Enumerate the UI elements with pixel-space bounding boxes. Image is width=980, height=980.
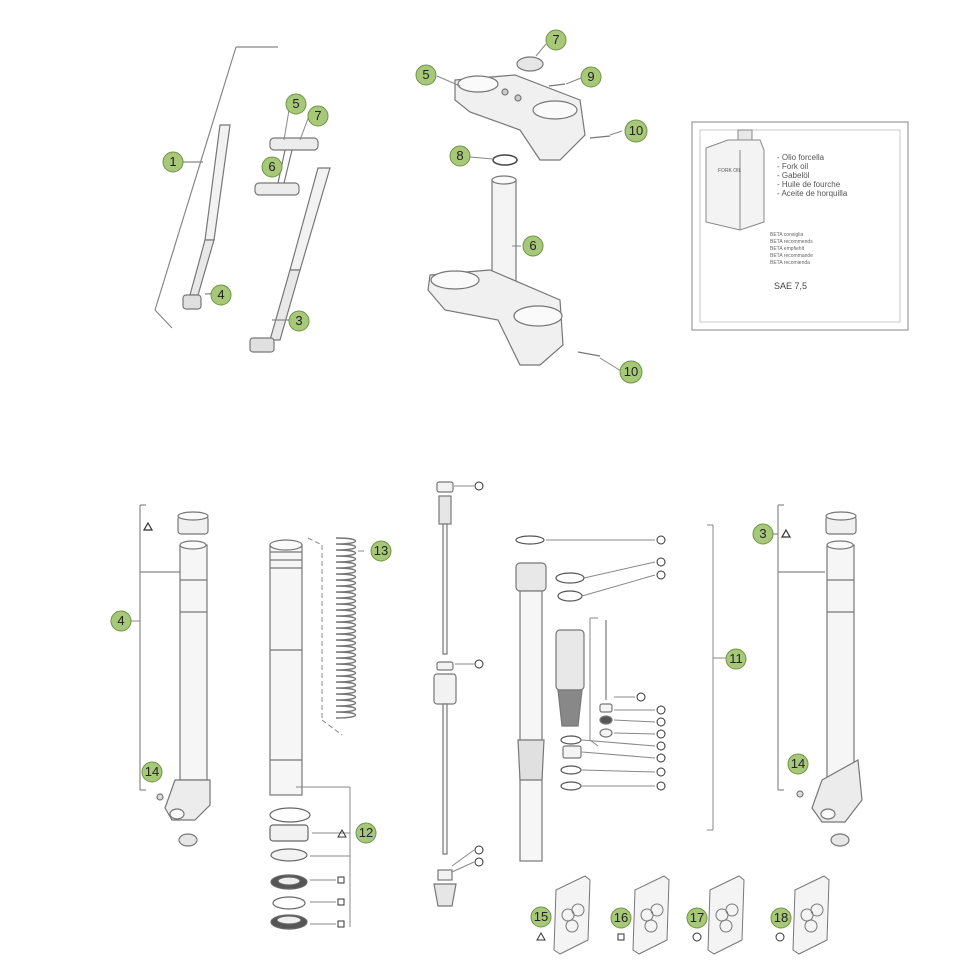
svg-text:5: 5: [292, 96, 299, 111]
square-symbol: [617, 933, 625, 941]
callout-6: 6: [261, 156, 283, 178]
seal-kit: [269, 807, 311, 930]
callout-6b: 6: [522, 235, 544, 257]
circle-symbols: [474, 481, 484, 867]
recommend-line: BETA recommande: [770, 253, 813, 259]
kit-sheet-15: [553, 875, 591, 955]
right-fork-outer-assembly: [771, 504, 863, 847]
triple-clamp-upper: [454, 56, 611, 161]
callout-9: 9: [580, 66, 602, 88]
svg-text:17: 17: [690, 910, 704, 925]
svg-text:3: 3: [759, 526, 766, 541]
svg-text:5: 5: [422, 67, 429, 82]
callout-12: 12: [355, 822, 377, 844]
oil-grade: SAE 7,5: [774, 281, 807, 291]
triangle-symbol: [780, 528, 792, 538]
oring: [492, 154, 518, 166]
svg-text:14: 14: [791, 756, 805, 771]
circle-symbol: [775, 932, 785, 942]
cartridge-bracket: [546, 539, 656, 787]
svg-text:3: 3: [295, 313, 302, 328]
callout-11: 11: [725, 648, 747, 670]
small-triple-clamps: [254, 137, 319, 196]
recommend-line: BETA recommends: [770, 239, 813, 245]
svg-text:7: 7: [314, 108, 321, 123]
callout-5: 5: [285, 93, 307, 115]
cartridge: [515, 535, 613, 862]
svg-text:14: 14: [145, 764, 159, 779]
circle-symbols: [636, 535, 666, 791]
triangle-symbol: [536, 931, 546, 941]
callout-3: 3: [288, 310, 310, 332]
triangle-symbol: [337, 828, 347, 838]
svg-text:11: 11: [729, 651, 743, 666]
svg-text:10: 10: [629, 123, 643, 138]
callout-5b: 5: [415, 64, 437, 86]
svg-text:4: 4: [217, 287, 224, 302]
callout-18: 18: [770, 907, 792, 929]
legend-item: - Huile de fourche: [777, 180, 841, 189]
callout-14b: 14: [787, 753, 809, 775]
recommend-line: BETA consiglia: [770, 232, 803, 238]
callout-4: 4: [210, 284, 232, 306]
recommend-line: BETA recomienda: [770, 260, 810, 266]
svg-text:6: 6: [529, 238, 536, 253]
legend-item: - Aceite de horquilla: [777, 189, 848, 198]
svg-text:10: 10: [624, 364, 638, 379]
triple-clamp-lower-with-stem: [427, 175, 601, 366]
circle-symbol: [692, 932, 702, 942]
left-fork-outer-assembly: [139, 504, 211, 847]
svg-text:15: 15: [534, 909, 548, 924]
callout-7b: 7: [545, 29, 567, 51]
callout-14a: 14: [141, 761, 163, 783]
svg-text:12: 12: [359, 825, 373, 840]
kit-sheet-17: [707, 875, 745, 955]
callout-7: 7: [307, 105, 329, 127]
callout-4b: 4: [110, 610, 132, 632]
callout-8: 8: [449, 145, 471, 167]
left-fork-leg: [182, 124, 231, 310]
kit-sheet-16: [632, 875, 670, 955]
callout-10b: 10: [619, 360, 643, 384]
svg-text:7: 7: [552, 32, 559, 47]
triangle-symbol: [142, 521, 154, 531]
cartridge-group-bracket: [707, 524, 724, 831]
legend-item: - Gabelöl: [777, 171, 810, 180]
callout-13: 13: [370, 540, 392, 562]
svg-text:18: 18: [774, 910, 788, 925]
fork-assembly-overview: [154, 46, 331, 353]
svg-text:4: 4: [117, 613, 124, 628]
damper-rod: [433, 481, 457, 907]
svg-text:8: 8: [456, 148, 463, 163]
legend-item: - Olio forcella: [777, 153, 825, 162]
square-symbols: [337, 876, 345, 928]
svg-text:13: 13: [374, 543, 388, 558]
seal-kit-bracket: [296, 786, 351, 927]
svg-text:9: 9: [587, 69, 594, 84]
damper-leaders: [451, 485, 475, 873]
callout-10a: 10: [624, 119, 648, 143]
svg-text:6: 6: [268, 159, 275, 174]
legend-item: - Fork oil: [777, 162, 808, 171]
fork-spring: [335, 537, 357, 719]
leader-lines-top: [283, 43, 623, 372]
spring-bracket: [307, 537, 343, 736]
can-label: FORK OIL: [718, 168, 742, 174]
callout-15: 15: [530, 906, 552, 928]
kit-sheet-18: [792, 875, 830, 955]
callout-3b: 3: [752, 523, 774, 545]
callout-16: 16: [610, 907, 632, 929]
svg-text:1: 1: [169, 154, 176, 169]
recommend-line: BETA empfiehlt: [770, 246, 805, 252]
callouts: 1 5 7 6 4 3 5 7 9 10 8 6 10 4 14 13 12 1…: [110, 29, 809, 929]
oil-can-icon: [705, 129, 765, 231]
inner-tube: [269, 539, 303, 796]
fork-oil-legend: FORK OIL - Olio forcella - Fork oil - Ga…: [691, 121, 909, 331]
callout-17: 17: [686, 907, 708, 929]
svg-text:16: 16: [614, 910, 628, 925]
callout-1: 1: [162, 151, 184, 173]
kit-sheets: [553, 875, 830, 955]
right-fork-leg: [249, 167, 331, 353]
